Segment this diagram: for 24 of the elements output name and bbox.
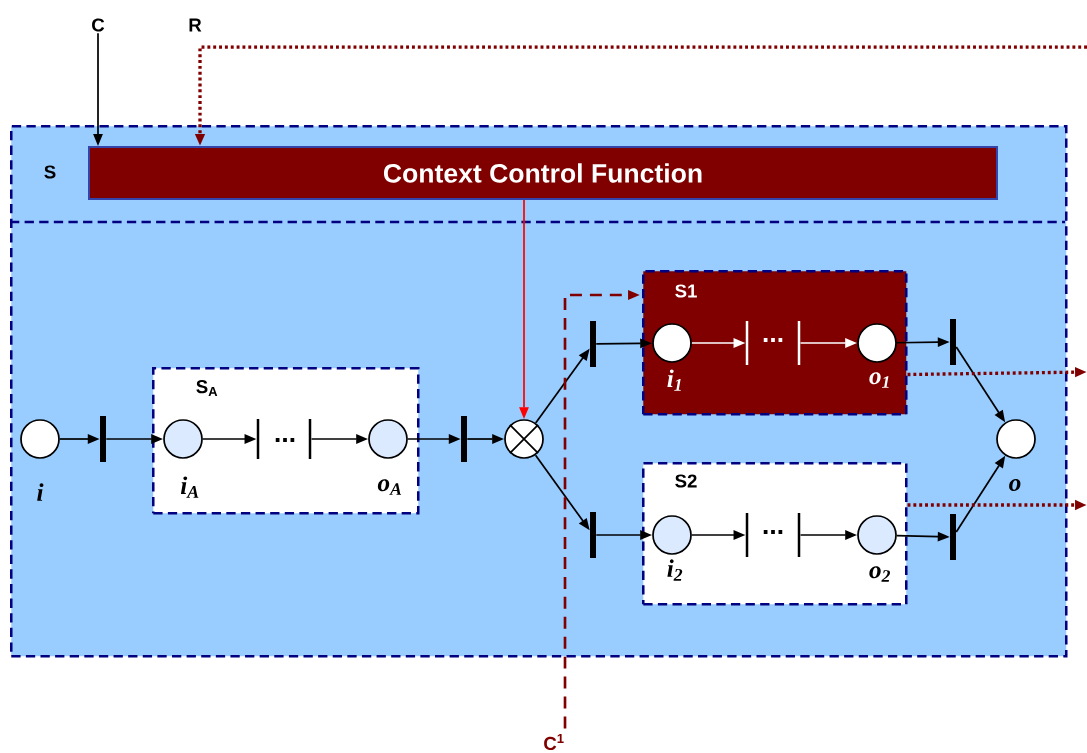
place-label: i$_{2}$	[667, 559, 683, 581]
transition-bar	[797, 321, 801, 365]
input-label: C	[92, 18, 105, 32]
transition-bar	[590, 321, 596, 367]
place-label: i$_{1}$	[667, 369, 681, 391]
function-box: Context Control Function	[88, 146, 998, 200]
input-label: C$^{1}$	[544, 733, 564, 751]
transition-bar	[590, 512, 596, 558]
transition-bar	[745, 513, 749, 557]
transition-bar	[797, 513, 801, 557]
ellipsis-label: ...	[763, 338, 783, 342]
place-label: i	[37, 483, 44, 501]
transition-bar	[745, 321, 749, 365]
place-label: o$_{2}$	[869, 566, 890, 582]
ellipsis-label: ...	[275, 438, 295, 442]
place-label: o$_{A}$	[377, 479, 402, 495]
transition-bar	[256, 419, 260, 459]
ellipsis-label: ...	[763, 530, 783, 534]
place-label: o	[1009, 478, 1021, 492]
edge-label: R	[189, 18, 202, 32]
xor-junction	[504, 419, 544, 459]
place-label: i$_{A}$	[180, 476, 199, 498]
place-label: o$_{1}$	[869, 372, 889, 388]
transition-bar	[308, 419, 312, 459]
